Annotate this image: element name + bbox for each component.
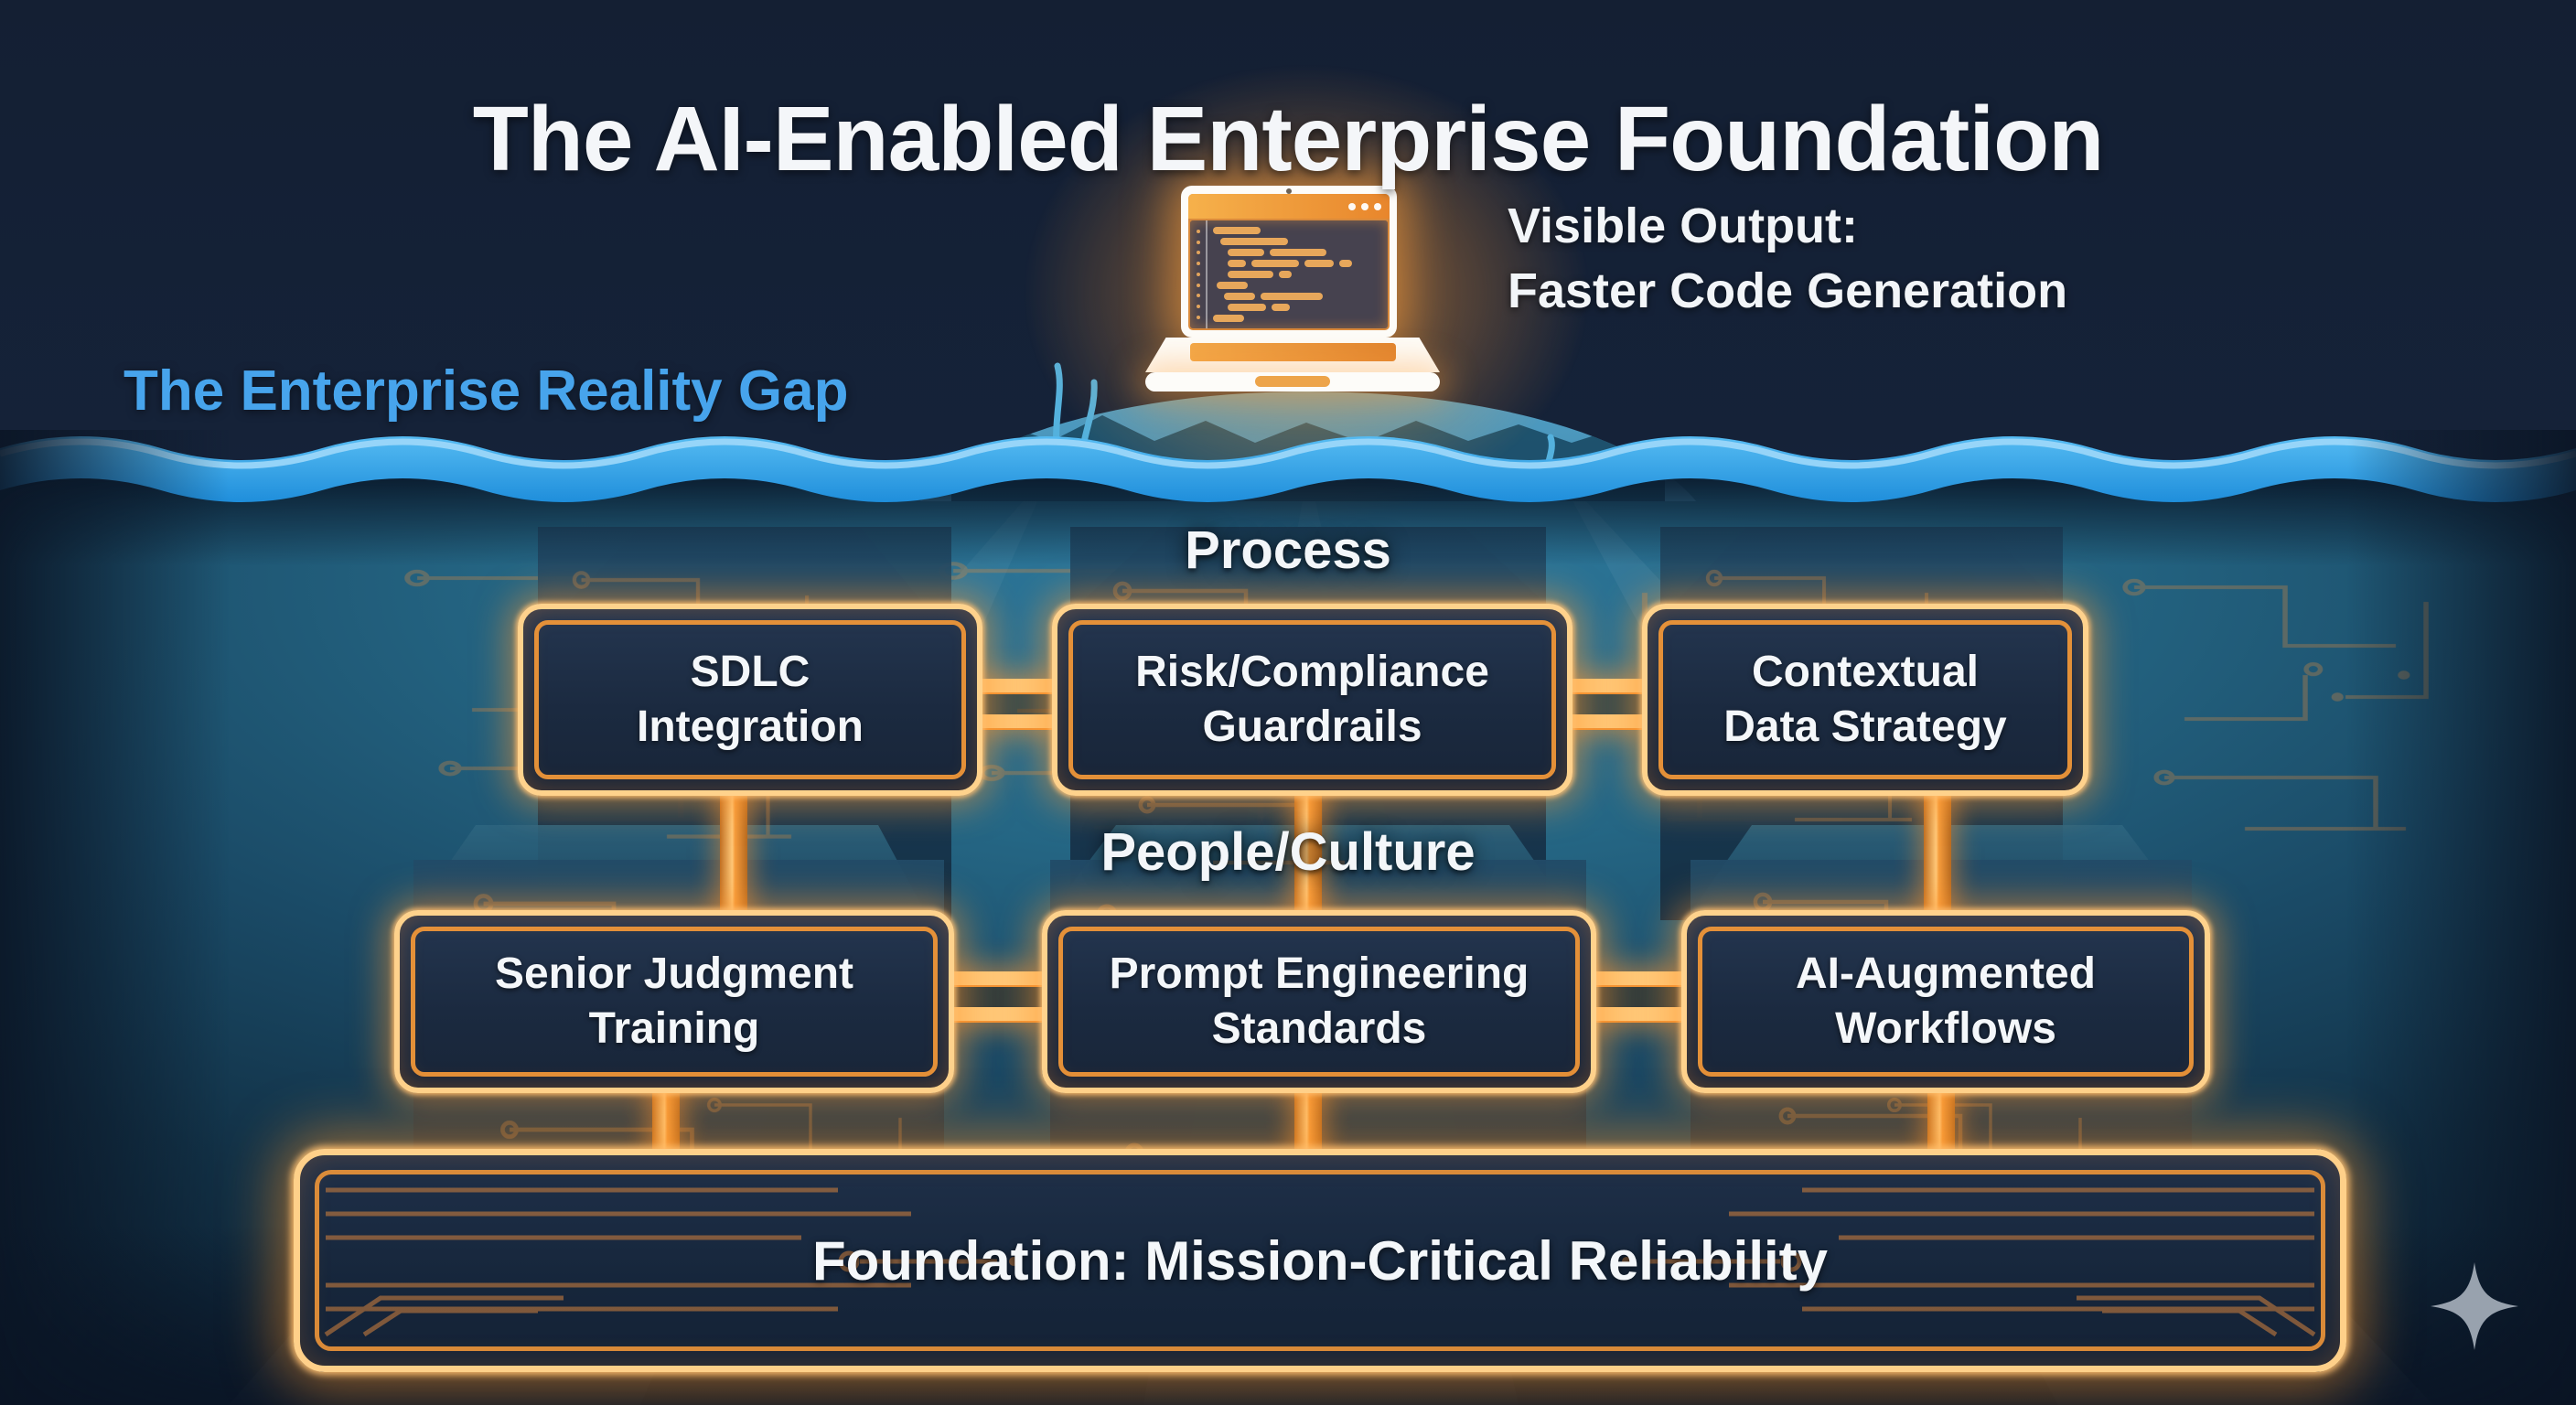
laptop-screen — [1181, 186, 1397, 338]
code-lines — [1208, 220, 1388, 328]
box-label: Workflows — [1835, 1004, 2056, 1053]
trackpad — [1255, 376, 1330, 387]
code-window-titlebar — [1188, 194, 1390, 219]
visible-output-label: Visible Output: Faster Code Generation — [1508, 194, 2067, 325]
laptop-base — [1145, 372, 1440, 391]
laptop-icon — [1142, 154, 1444, 399]
visible-output-line2: Faster Code Generation — [1508, 263, 2068, 319]
connector — [941, 971, 1042, 1023]
code-editor-panel — [1190, 220, 1388, 328]
connector — [972, 679, 1055, 730]
process-box-sdlc-integration: SDLC Integration — [518, 604, 982, 796]
box-label: Training — [588, 1004, 760, 1053]
people-box-ai-augmented-workflows: AI-Augmented Workflows — [1681, 910, 2210, 1093]
connector — [720, 778, 747, 920]
box-label: Data Strategy — [1723, 702, 2007, 751]
foundation-label: Foundation: Mission-Critical Reliability — [811, 1229, 1829, 1292]
people-box-prompt-engineering-standards: Prompt Engineering Standards — [1042, 910, 1596, 1093]
sparkle-icon — [2431, 1262, 2518, 1350]
connector — [1560, 679, 1645, 730]
section-label-process: Process — [1185, 520, 1391, 580]
box-label: Senior Judgment — [494, 949, 854, 998]
box-label: Integration — [637, 702, 864, 751]
box-label: Risk/Compliance — [1135, 647, 1489, 696]
foundation-bar: Foundation: Mission-Critical Reliability — [294, 1149, 2346, 1372]
people-box-senior-judgment-training: Senior Judgment Training — [394, 910, 954, 1093]
page-title: The AI-Enabled Enterprise Foundation — [472, 88, 2105, 190]
connector — [1581, 971, 1681, 1023]
connector — [1924, 778, 1951, 920]
keyboard — [1190, 343, 1396, 361]
process-box-contextual-data-strategy: Contextual Data Strategy — [1642, 604, 2088, 796]
webcam-dot-icon — [1286, 188, 1292, 194]
box-label: Prompt Engineering — [1109, 949, 1530, 998]
line-number-gutter — [1190, 220, 1208, 328]
box-label: Contextual — [1751, 647, 1979, 696]
visible-output-line1: Visible Output: — [1508, 198, 1859, 253]
process-box-risk-compliance-guardrails: Risk/Compliance Guardrails — [1052, 604, 1572, 796]
box-label: Standards — [1211, 1004, 1427, 1053]
box-label: Guardrails — [1202, 702, 1422, 751]
connector — [1294, 778, 1322, 920]
foundation-circuit-decoration — [324, 1187, 2340, 1366]
box-label: AI-Augmented — [1796, 949, 2096, 998]
laptop-keyboard-deck — [1145, 338, 1440, 372]
section-label-people-culture: People/Culture — [1100, 822, 1476, 882]
box-label: SDLC — [690, 647, 810, 696]
reality-gap-label: The Enterprise Reality Gap — [123, 359, 849, 423]
